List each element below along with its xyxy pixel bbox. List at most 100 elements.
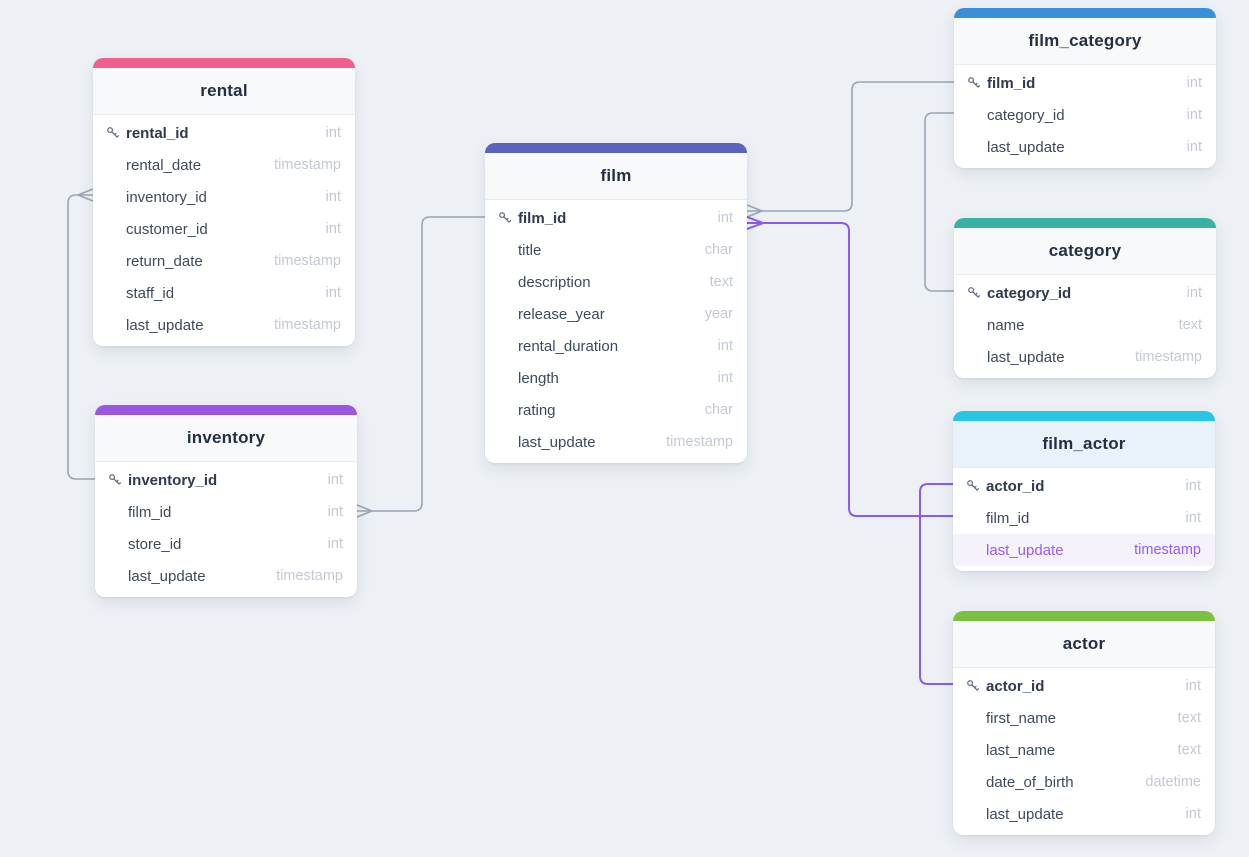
table-row-inventory-store_id[interactable]: store_id int [95, 528, 357, 560]
table-accent-strip [93, 58, 355, 68]
primary-key-icon [965, 543, 980, 557]
field-type: timestamp [274, 253, 341, 269]
table-row-film_actor-last_update[interactable]: last_update timestamp [953, 534, 1215, 566]
table-row-rental-rental_date[interactable]: rental_date timestamp [93, 149, 355, 181]
table-card-category[interactable]: category category_id int name text last_… [954, 218, 1216, 378]
table-row-rental-customer_id[interactable]: customer_id int [93, 213, 355, 245]
crow-foot-icon [77, 188, 94, 202]
table-card-actor[interactable]: actor actor_id int first_name text last_… [953, 611, 1215, 835]
table-row-film-title[interactable]: title char [485, 234, 747, 266]
table-row-film-rental_duration[interactable]: rental_duration int [485, 330, 747, 362]
field-type: timestamp [274, 157, 341, 173]
table-row-actor-last_name[interactable]: last_name text [953, 734, 1215, 766]
relationship-inventory.film_id-film.film_id[interactable] [356, 216, 486, 518]
table-row-film-film_id[interactable]: film_id int [485, 202, 747, 234]
table-row-inventory-last_update[interactable]: last_update timestamp [95, 560, 357, 592]
table-row-category-name[interactable]: name text [954, 309, 1216, 341]
field-type: int [1186, 285, 1202, 301]
table-card-film[interactable]: film film_id int title char description [485, 143, 747, 463]
primary-key-icon [965, 479, 980, 493]
field-name: rental_date [126, 156, 202, 174]
primary-key-icon [497, 403, 512, 417]
table-title-category: category [954, 228, 1216, 275]
primary-key-icon [966, 108, 981, 122]
table-fields: category_id int name text last_update ti… [954, 275, 1216, 378]
table-row-inventory-film_id[interactable]: film_id int [95, 496, 357, 528]
table-row-film_category-category_id[interactable]: category_id int [954, 99, 1216, 131]
table-row-rental-return_date[interactable]: return_date timestamp [93, 245, 355, 277]
table-fields: actor_id int first_name text last_name t… [953, 668, 1215, 835]
table-row-category-last_update[interactable]: last_update timestamp [954, 341, 1216, 373]
field-name: film_id [986, 509, 1030, 527]
relationship-rental.inventory_id-inventory.inventory_id[interactable] [67, 188, 96, 480]
field-name: last_update [128, 567, 206, 585]
table-row-film_category-film_id[interactable]: film_id int [954, 67, 1216, 99]
field-name: staff_id [126, 284, 175, 302]
field-type: timestamp [666, 434, 733, 450]
relationship-film_category.category_id-category.category_id[interactable] [924, 112, 955, 292]
table-row-rental-last_update[interactable]: last_update timestamp [93, 309, 355, 341]
table-row-actor-first_name[interactable]: first_name text [953, 702, 1215, 734]
field-name: first_name [986, 709, 1057, 727]
primary-key-icon [966, 350, 981, 364]
field-name: last_update [987, 348, 1065, 366]
primary-key-icon [105, 190, 120, 204]
primary-key-icon [107, 505, 122, 519]
primary-key-icon [965, 679, 980, 693]
table-row-film_actor-actor_id[interactable]: actor_id int [953, 470, 1215, 502]
table-row-film-length[interactable]: length int [485, 362, 747, 394]
table-row-actor-actor_id[interactable]: actor_id int [953, 670, 1215, 702]
field-name: inventory_id [126, 188, 207, 206]
table-accent-strip [954, 218, 1216, 228]
table-row-actor-last_update[interactable]: last_update int [953, 798, 1215, 830]
field-name: rental_duration [518, 337, 619, 355]
field-name: store_id [128, 535, 182, 553]
primary-key-icon [497, 211, 512, 225]
table-row-film-rating[interactable]: rating char [485, 394, 747, 426]
relationship-film.film_id-film_category.film_id[interactable] [746, 81, 955, 218]
primary-key-icon [105, 318, 120, 332]
field-name: category_id [987, 284, 1072, 302]
table-row-film_category-last_update[interactable]: last_update int [954, 131, 1216, 163]
table-row-rental-inventory_id[interactable]: inventory_id int [93, 181, 355, 213]
table-accent-strip [953, 411, 1215, 421]
relationship-film_actor.actor_id-actor.actor_id[interactable] [919, 483, 954, 685]
table-row-rental-staff_id[interactable]: staff_id int [93, 277, 355, 309]
field-type: int [325, 125, 341, 141]
table-title-film_actor: film_actor [953, 421, 1215, 468]
field-type: int [327, 536, 343, 552]
table-row-film-last_update[interactable]: last_update timestamp [485, 426, 747, 458]
table-card-film_actor[interactable]: film_actor actor_id int film_id int last… [953, 411, 1215, 571]
relationship-film.film_id-film_actor.film_id[interactable] [746, 216, 954, 517]
field-type: text [1178, 317, 1202, 333]
field-name: actor_id [986, 677, 1045, 695]
field-name: date_of_birth [986, 773, 1074, 791]
table-row-category-category_id[interactable]: category_id int [954, 277, 1216, 309]
field-type: int [325, 221, 341, 237]
primary-key-icon [105, 126, 120, 140]
table-card-inventory[interactable]: inventory inventory_id int film_id int s… [95, 405, 357, 597]
table-card-film_category[interactable]: film_category film_id int category_id in… [954, 8, 1216, 168]
primary-key-icon [107, 473, 122, 487]
field-name: rating [518, 401, 556, 419]
field-type: int [325, 189, 341, 205]
table-row-film-description[interactable]: description text [485, 266, 747, 298]
table-row-film_actor-film_id[interactable]: film_id int [953, 502, 1215, 534]
field-type: text [1177, 742, 1201, 758]
table-card-rental[interactable]: rental rental_id int rental_date timesta… [93, 58, 355, 346]
field-type: int [1185, 510, 1201, 526]
table-row-film-release_year[interactable]: release_year year [485, 298, 747, 330]
field-name: inventory_id [128, 471, 218, 489]
field-type: int [1186, 107, 1202, 123]
field-name: actor_id [986, 477, 1045, 495]
field-name: description [518, 273, 591, 291]
field-type: timestamp [274, 317, 341, 333]
primary-key-icon [966, 286, 981, 300]
primary-key-icon [497, 435, 512, 449]
table-row-actor-date_of_birth[interactable]: date_of_birth datetime [953, 766, 1215, 798]
primary-key-icon [965, 511, 980, 525]
table-row-rental-rental_id[interactable]: rental_id int [93, 117, 355, 149]
table-row-inventory-inventory_id[interactable]: inventory_id int [95, 464, 357, 496]
field-type: int [717, 338, 733, 354]
